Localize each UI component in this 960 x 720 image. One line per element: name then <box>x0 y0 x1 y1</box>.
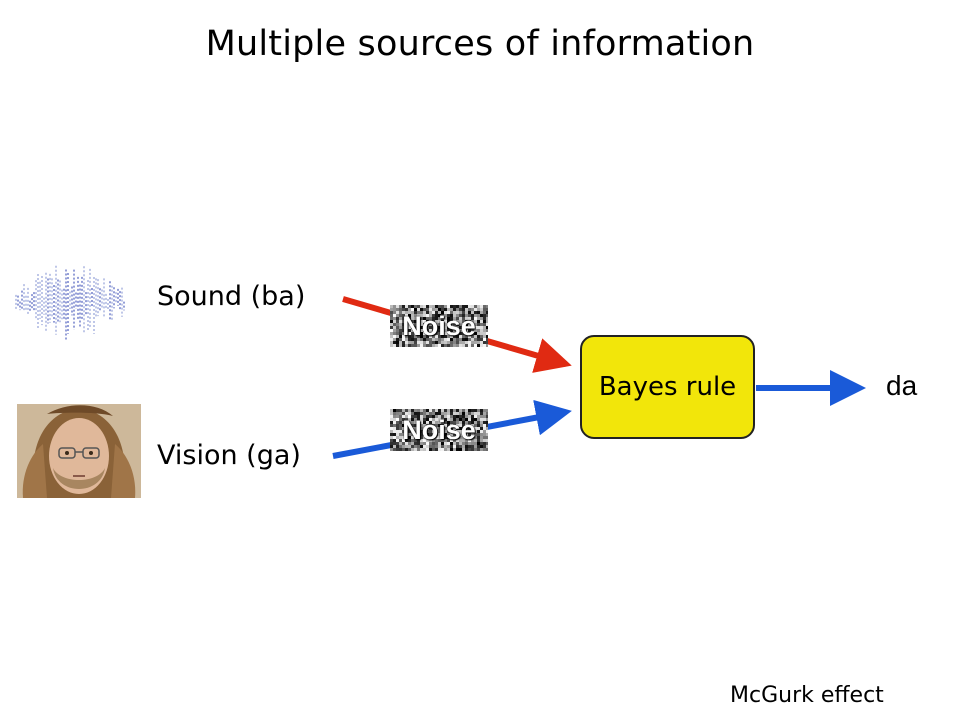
vision-label: Vision (ga) <box>157 440 301 471</box>
noise-label-vision: Noise <box>402 414 476 445</box>
output-label: da <box>886 370 918 401</box>
noise-box-sound: Noise <box>390 305 488 347</box>
noise-box-vision: Noise <box>390 409 488 451</box>
slide-title: Multiple sources of information <box>205 24 755 64</box>
noise-texture <box>390 409 488 451</box>
bayes-rule-label: Bayes rule <box>598 372 737 402</box>
footer-caption: McGurk effect <box>730 683 884 708</box>
bayes-rule-box: Bayes rule <box>580 335 755 439</box>
face-photo <box>17 404 141 498</box>
noise-label-sound: Noise <box>402 310 476 341</box>
sound-label: Sound (ba) <box>157 281 306 312</box>
waveform-icon <box>15 265 125 341</box>
noise-texture <box>390 305 488 347</box>
